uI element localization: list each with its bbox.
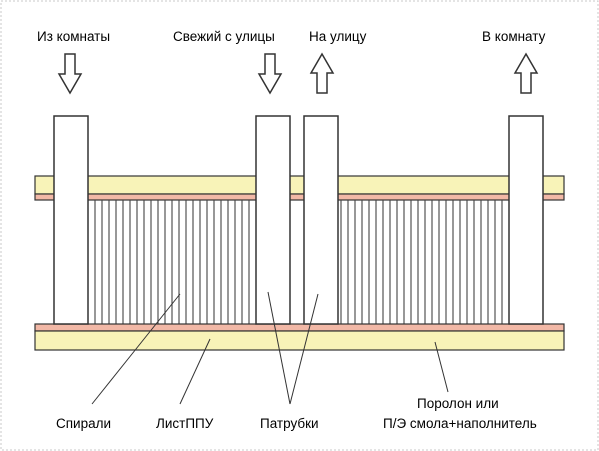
arrow-down-icon <box>57 53 83 95</box>
callout-ppu-sheet: ЛистППУ <box>156 416 214 431</box>
pipe-from-room <box>53 115 89 325</box>
callout-pipes: Патрубки <box>260 416 319 431</box>
leader-ppu-sheet <box>179 338 211 405</box>
callout-foam-line2: П/Э смола+наполнитель <box>383 416 537 431</box>
leader-spirals <box>91 293 181 405</box>
arrow-up-icon <box>309 52 335 94</box>
label-to-outside: На улицу <box>309 29 367 44</box>
leader-pipe-left <box>267 291 291 405</box>
top-plate <box>34 175 565 195</box>
pipe-fresh-air <box>255 115 291 325</box>
arrow-down-icon <box>257 53 283 95</box>
leader-pipe-right <box>289 293 319 405</box>
pipe-to-outside <box>303 115 339 325</box>
spiral-tubes <box>94 200 503 324</box>
top-foam-strip <box>34 193 565 201</box>
pipe-to-room <box>508 115 544 325</box>
label-to-room: В комнату <box>482 29 546 44</box>
callout-foam-line1: Поролон или <box>417 396 499 411</box>
arrow-up-icon <box>513 52 539 94</box>
callout-spirals: Спирали <box>56 416 111 431</box>
bottom-plate <box>34 330 565 351</box>
leader-foam <box>434 341 449 393</box>
bottom-foam-strip <box>34 323 565 332</box>
label-from-room: Из комнаты <box>37 29 110 44</box>
label-fresh-air: Свежий с улицы <box>173 29 275 44</box>
